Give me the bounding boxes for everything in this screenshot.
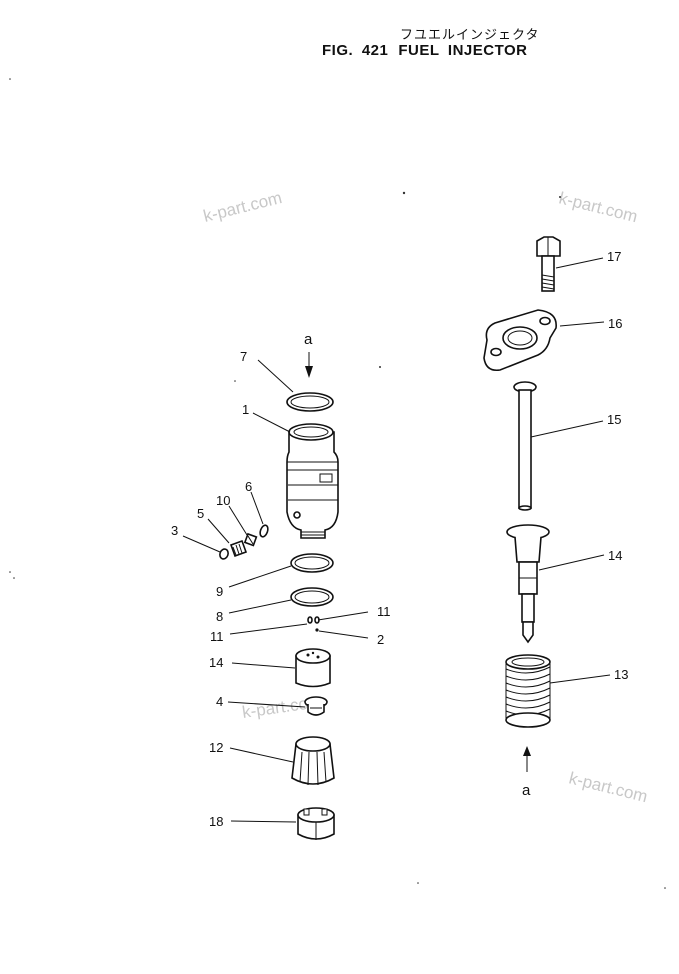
callout-11-right: 11 xyxy=(377,604,391,619)
scan-specks xyxy=(9,78,666,889)
watermark-1: k-part.com xyxy=(201,188,284,226)
callout-1: 1 xyxy=(242,402,249,417)
figure-title: FIG. 421 FUEL INJECTOR xyxy=(322,42,538,59)
spring-13 xyxy=(505,654,551,728)
callout-18: 18 xyxy=(209,814,223,829)
flange-clamp-16 xyxy=(483,309,557,372)
callout-5: 5 xyxy=(197,506,204,521)
callout-17: 17 xyxy=(607,249,621,264)
view-marker-top: a xyxy=(304,331,313,348)
watermark-4: k-part.com xyxy=(567,768,650,806)
push-rod-15 xyxy=(513,381,537,511)
callout-14-left: 14 xyxy=(209,655,223,670)
injector-body-1 xyxy=(286,423,339,539)
view-marker-bottom: a xyxy=(522,782,531,799)
callout-15: 15 xyxy=(607,412,621,427)
figure-name: FUEL INJECTOR xyxy=(398,42,528,59)
o-ring-8 xyxy=(290,587,334,607)
callout-11-left: 11 xyxy=(210,629,224,644)
figure-number: FIG. 421 xyxy=(322,42,389,59)
view-arrow-bottom xyxy=(523,746,531,772)
bolt-17 xyxy=(536,236,561,292)
nozzle-4 xyxy=(304,696,328,716)
ring-6 xyxy=(259,524,269,538)
castle-nut-18 xyxy=(297,807,335,840)
callout-2: 2 xyxy=(377,632,384,647)
callout-16: 16 xyxy=(608,316,622,331)
o-ring-9 xyxy=(290,553,334,573)
callout-7: 7 xyxy=(240,349,247,364)
callout-8: 8 xyxy=(216,609,223,624)
ball-2 xyxy=(315,628,319,632)
callout-14-right: 14 xyxy=(608,548,622,563)
callout-10: 10 xyxy=(216,493,230,508)
view-arrow-top xyxy=(305,352,313,378)
plunger-14 xyxy=(506,524,550,644)
watermark-2: k-part.com xyxy=(557,188,640,226)
spring-5 xyxy=(229,539,248,558)
title-japanese: フユエルインジェクタ xyxy=(400,28,540,43)
spacer-14 xyxy=(295,648,331,688)
callout-13: 13 xyxy=(614,667,628,682)
pins-11 xyxy=(307,616,320,624)
leader-lines xyxy=(182,257,611,823)
screw-10 xyxy=(243,532,258,547)
retaining-nut-12 xyxy=(291,736,335,786)
callout-9: 9 xyxy=(216,584,223,599)
callout-6: 6 xyxy=(245,479,252,494)
callout-3: 3 xyxy=(171,523,178,538)
ring-3 xyxy=(219,548,229,560)
callout-4: 4 xyxy=(216,694,223,709)
o-ring-7 xyxy=(286,392,334,412)
callout-12: 12 xyxy=(209,740,223,755)
